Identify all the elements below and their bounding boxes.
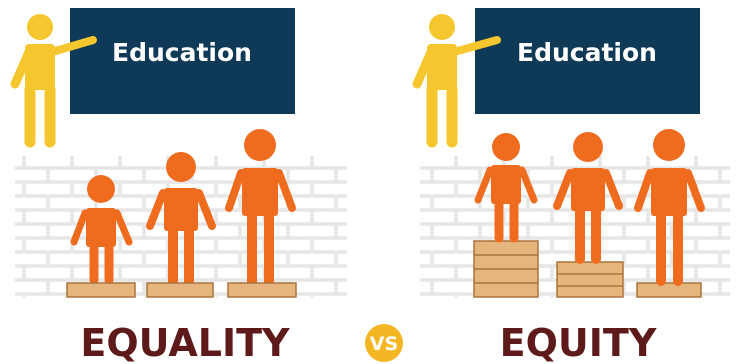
student-3-left (225, 129, 296, 287)
board-label-left: Education (112, 38, 252, 67)
student-2-left (146, 152, 216, 286)
crate-stack-student-1 (473, 240, 539, 298)
student-1-right (474, 133, 538, 243)
equality-panel: Education (10, 8, 347, 364)
board-left (70, 8, 295, 114)
vs-badge: VS (365, 324, 403, 362)
crate-student-2 (556, 261, 624, 298)
vs-label: VS (370, 333, 398, 355)
base-crates-left (66, 282, 297, 298)
student-3-right (634, 129, 705, 286)
caption-equality: EQUALITY (80, 321, 290, 364)
student-2-right (553, 132, 623, 264)
education-board-right: Education (475, 8, 700, 114)
teacher-left (10, 14, 97, 148)
board-right (475, 8, 700, 114)
student-1-left (70, 175, 133, 285)
caption-equity: EQUITY (500, 321, 657, 364)
equity-panel: Education (412, 8, 730, 364)
education-board-left: Education (70, 8, 295, 114)
teacher-right (412, 14, 501, 148)
base-crate-student-3 (636, 282, 702, 298)
board-label-right: Education (517, 38, 657, 67)
